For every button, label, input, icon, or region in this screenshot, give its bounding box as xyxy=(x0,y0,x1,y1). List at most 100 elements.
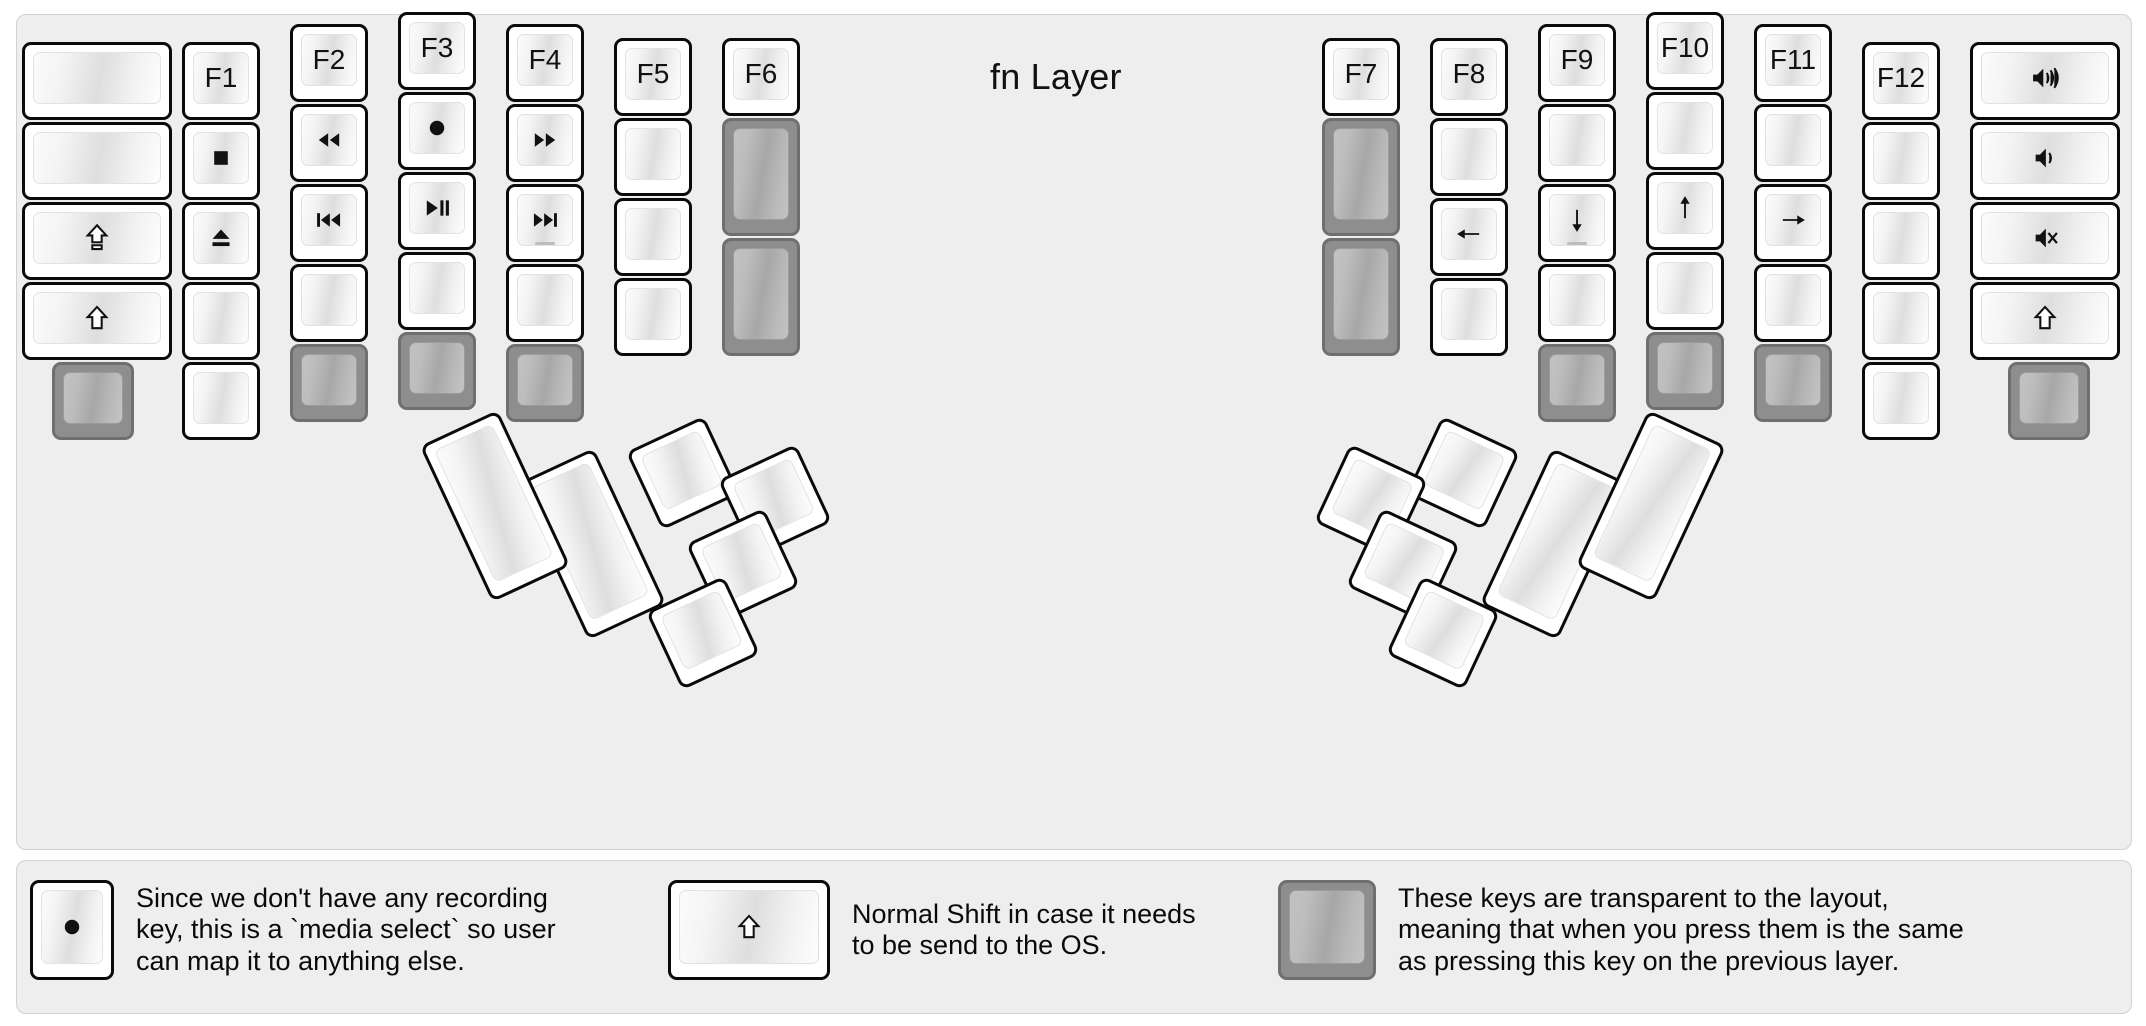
key-blank[interactable] xyxy=(1538,104,1616,182)
key-blank[interactable] xyxy=(1862,122,1940,200)
key-media-eject[interactable] xyxy=(182,202,260,280)
key-label: F8 xyxy=(1452,58,1486,89)
keycap-surface: F9 xyxy=(1549,34,1605,86)
key-media-next[interactable] xyxy=(506,184,584,262)
keycap-surface xyxy=(409,342,465,394)
key-arrow-left[interactable] xyxy=(1430,198,1508,276)
key-f5[interactable]: F5 xyxy=(614,38,692,116)
key-shift-lock[interactable] xyxy=(22,202,172,280)
key-blank[interactable] xyxy=(22,122,172,200)
key-f8[interactable]: F8 xyxy=(1430,38,1508,116)
key-transparent[interactable] xyxy=(2008,362,2090,440)
key-blank[interactable] xyxy=(1862,282,1940,360)
key-transparent[interactable] xyxy=(290,344,368,422)
keycap-surface: F5 xyxy=(625,48,681,100)
keycap-surface xyxy=(301,274,357,326)
key-media-fast-forward[interactable] xyxy=(506,104,584,182)
key-arrow-down[interactable] xyxy=(1538,184,1616,262)
keycap-surface xyxy=(193,292,249,344)
keycap-surface xyxy=(193,132,249,184)
key-label: F12 xyxy=(1876,62,1926,93)
shift-icon xyxy=(2028,301,2062,335)
key-transparent[interactable] xyxy=(398,332,476,410)
keycap-surface xyxy=(640,429,724,511)
keycap-surface xyxy=(1981,292,2109,344)
key-blank[interactable] xyxy=(614,198,692,276)
keycap-surface xyxy=(1873,212,1929,264)
key-media-stop[interactable] xyxy=(182,122,260,200)
key-blank[interactable] xyxy=(1646,92,1724,170)
legend-item-3: These keys are transparent to the layout… xyxy=(1278,880,1964,980)
key-transparent[interactable] xyxy=(52,362,134,440)
keycap-surface xyxy=(625,288,681,340)
arrow-right-icon xyxy=(1776,203,1810,237)
key-transparent[interactable] xyxy=(722,118,800,236)
key-transparent[interactable] xyxy=(1538,344,1616,422)
key-shift[interactable] xyxy=(22,282,172,360)
key-label: F10 xyxy=(1660,32,1710,63)
keycap-surface xyxy=(1657,102,1713,154)
key-f11[interactable]: F11 xyxy=(1754,24,1832,102)
legend-sample-key-1 xyxy=(30,880,114,980)
key-transparent[interactable] xyxy=(1322,238,1400,356)
key-f7[interactable]: F7 xyxy=(1322,38,1400,116)
key-arrow-right[interactable] xyxy=(1754,184,1832,262)
key-f4[interactable]: F4 xyxy=(506,24,584,102)
key-volume-down[interactable] xyxy=(1970,122,2120,200)
key-blank[interactable] xyxy=(290,264,368,342)
key-transparent[interactable] xyxy=(1646,332,1724,410)
key-transparent[interactable] xyxy=(1754,344,1832,422)
key-shift[interactable] xyxy=(1970,282,2120,360)
key-media-play-pause[interactable] xyxy=(398,172,476,250)
legend-text-2: Normal Shift in case it needs to be send… xyxy=(852,898,1196,960)
key-blank[interactable] xyxy=(614,278,692,356)
key-f12[interactable]: F12 xyxy=(1862,42,1940,120)
key-media-previous[interactable] xyxy=(290,184,368,262)
arrow-down-icon xyxy=(1560,203,1594,237)
key-blank[interactable] xyxy=(1646,252,1724,330)
key-volume-up[interactable] xyxy=(1970,42,2120,120)
key-arrow-up[interactable] xyxy=(1646,172,1724,250)
key-f3[interactable]: F3 xyxy=(398,12,476,90)
key-transparent[interactable] xyxy=(1322,118,1400,236)
shift-icon xyxy=(732,910,766,944)
key-blank[interactable] xyxy=(1754,264,1832,342)
key-f10[interactable]: F10 xyxy=(1646,12,1724,90)
key-blank[interactable] xyxy=(1754,104,1832,182)
key-label: F5 xyxy=(636,58,670,89)
legend-item-2: Normal Shift in case it needs to be send… xyxy=(668,880,1196,980)
key-blank[interactable] xyxy=(398,252,476,330)
key-media-rewind[interactable] xyxy=(290,104,368,182)
key-transparent[interactable] xyxy=(506,344,584,422)
keycap-surface: F4 xyxy=(517,34,573,86)
key-blank[interactable] xyxy=(182,362,260,440)
keycap-surface xyxy=(1765,354,1821,406)
key-volume-mute[interactable] xyxy=(1970,202,2120,280)
key-blank[interactable] xyxy=(1862,362,1940,440)
key-media-record[interactable] xyxy=(398,92,476,170)
key-blank[interactable] xyxy=(506,264,584,342)
keycap-surface xyxy=(517,114,573,166)
key-f9[interactable]: F9 xyxy=(1538,24,1616,102)
key-f1[interactable]: F1 xyxy=(182,42,260,120)
key-blank[interactable] xyxy=(1430,278,1508,356)
keycap-surface xyxy=(1657,182,1713,234)
key-blank[interactable] xyxy=(1862,202,1940,280)
key-blank[interactable] xyxy=(1538,264,1616,342)
key-f6[interactable]: F6 xyxy=(722,38,800,116)
key-blank[interactable] xyxy=(182,282,260,360)
key-transparent[interactable] xyxy=(722,238,800,356)
media-next-icon xyxy=(528,203,562,237)
media-record-icon xyxy=(55,910,89,944)
keycap-surface: F7 xyxy=(1333,48,1389,100)
key-blank[interactable] xyxy=(614,118,692,196)
keycap-surface xyxy=(1289,890,1365,964)
key-blank[interactable] xyxy=(22,42,172,120)
keycap-surface xyxy=(301,194,357,246)
keycap-surface xyxy=(1549,114,1605,166)
key-blank[interactable] xyxy=(1430,118,1508,196)
keycap-surface xyxy=(1765,114,1821,166)
key-label: F9 xyxy=(1560,44,1594,75)
key-f2[interactable]: F2 xyxy=(290,24,368,102)
keycap-surface xyxy=(409,102,465,154)
